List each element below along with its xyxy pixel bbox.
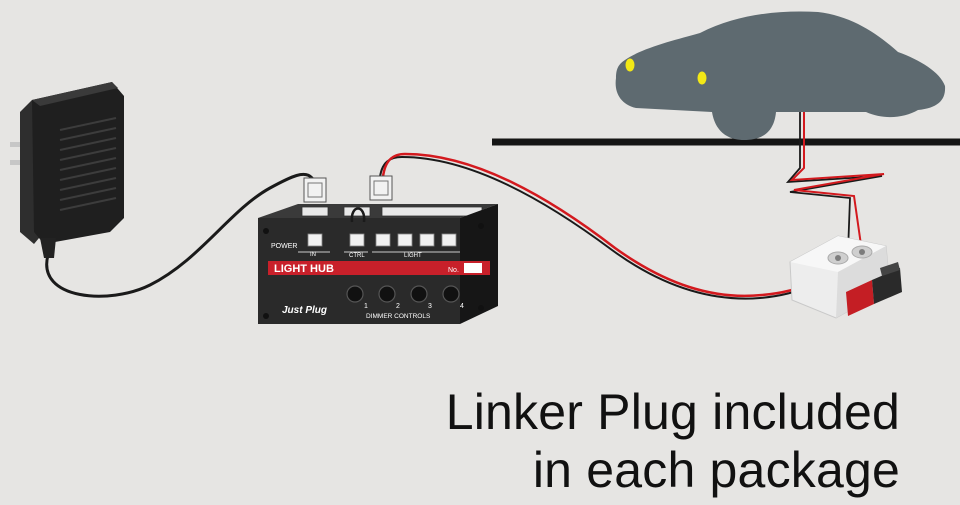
hub-no-label: No. <box>448 267 459 274</box>
caption-line-1: Linker Plug included <box>445 384 900 440</box>
control-wire-black <box>379 155 813 300</box>
hub-label-band <box>268 261 490 275</box>
connector-plug-icon <box>303 177 327 203</box>
light-hub-module-icon: POWER IN CTRL LIGHT LIGHT HUB No. Just P… <box>258 204 498 324</box>
car-wire-red <box>789 112 885 253</box>
caption-line-2: in each package <box>532 442 900 498</box>
power-adapter-icon <box>10 82 124 258</box>
dimmer-knob-number: 4 <box>460 303 464 310</box>
ctrl-socket <box>349 233 365 247</box>
hub-ctrl-label: CTRL <box>349 253 365 259</box>
hub-in-label: IN <box>310 252 316 258</box>
hub-brand-label: Just Plug <box>282 305 327 316</box>
connector-plug-icon <box>369 175 393 201</box>
dimmer-knob-group: 1 2 3 4 <box>346 285 464 310</box>
hub-light-label: LIGHT <box>404 253 422 259</box>
linker-plug-icon <box>789 235 902 319</box>
car-headlight-left <box>625 58 635 72</box>
car-wire-black <box>785 112 883 253</box>
car-headlight-right <box>697 71 707 85</box>
control-wire-red <box>381 152 815 298</box>
light-socket-4 <box>441 233 457 247</box>
dimmer-knob-icon <box>378 285 396 303</box>
light-socket-2 <box>397 233 413 247</box>
dimmer-knob-icon <box>346 285 364 303</box>
dimmer-knob-icon <box>410 285 428 303</box>
hub-number-box <box>464 263 482 273</box>
hub-loop-wire <box>350 207 366 223</box>
dimmer-knob-icon <box>442 285 460 303</box>
dimmer-knob-number: 2 <box>396 303 400 310</box>
light-socket-3 <box>419 233 435 247</box>
hub-power-label: POWER <box>271 243 297 250</box>
light-socket-1 <box>375 233 391 247</box>
power-in-socket <box>307 233 323 247</box>
hub-dimmer-label: DIMMER CONTROLS <box>366 313 431 320</box>
hub-name-label: LIGHT HUB <box>274 263 334 275</box>
car-silhouette-icon <box>615 11 946 141</box>
power-wire <box>45 172 317 298</box>
dimmer-knob-number: 3 <box>428 303 432 310</box>
dimmer-knob-number: 1 <box>364 303 368 310</box>
